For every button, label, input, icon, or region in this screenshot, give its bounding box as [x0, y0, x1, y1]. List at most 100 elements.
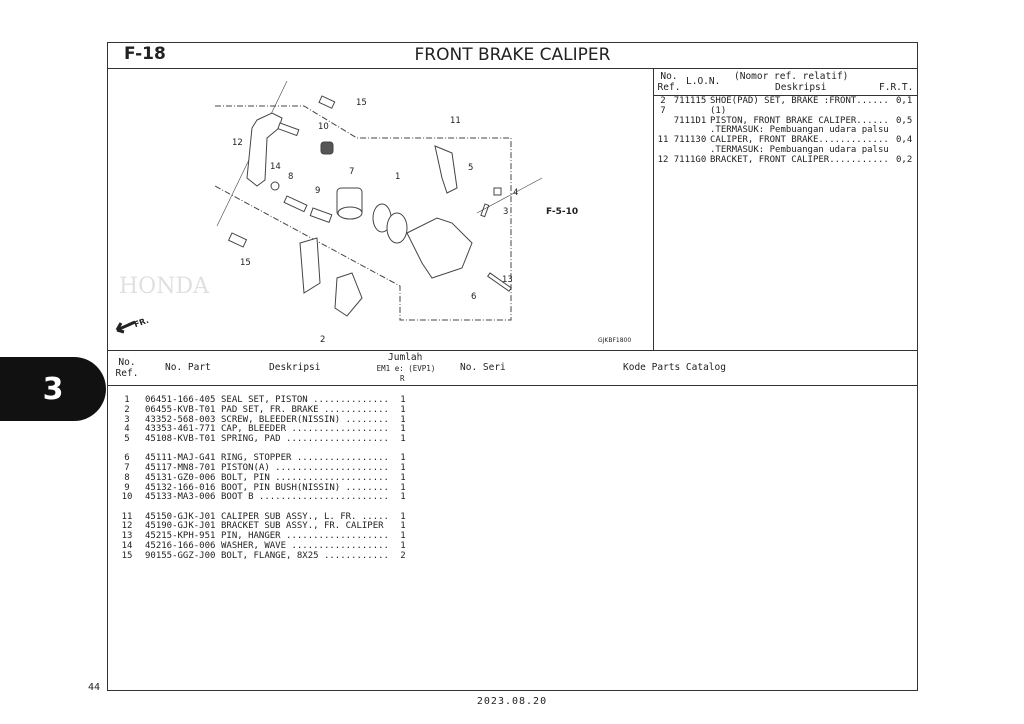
frt-header-ref: No. Ref. [657, 71, 681, 93]
cell-ref: 8 [124, 472, 130, 483]
callout-11: 11 [450, 116, 461, 126]
callout-6: 6 [471, 292, 477, 302]
frt-header-desc: Deskripsi [775, 82, 827, 93]
cell-part: 45216-166-006 [145, 540, 216, 551]
cell-desc: WASHER, WAVE .................. [221, 540, 389, 551]
cell-desc: CALIPER SUB ASSY., L. FR. ..... [221, 511, 389, 522]
cell-qty: 1 [400, 453, 406, 464]
cell-desc: SCREW, BLEEDER(NISSIN) ........ [221, 414, 389, 425]
cell-ref: 1 [124, 395, 130, 405]
table-row: 15 90155-GGZ-J00 BOLT, FLANGE, 8X25 ......… [113, 550, 413, 562]
parts-group: 11 45150-GJK-J01 CALIPER SUB ASSY., L. FR.… [113, 511, 413, 562]
cell-qty: 1 [400, 463, 406, 473]
cell-part: 06451-166-405 [145, 395, 216, 405]
divider [107, 350, 918, 352]
table-row: 1 06451-166-405 SEAL SET, PISTON .........… [113, 395, 413, 406]
table-row: 7 45117-MN8-701 PISTON(A) ................… [113, 463, 413, 474]
cell-ref: 13 [121, 531, 133, 541]
cell-desc: BOLT, FLANGE, 8X25 ............ [221, 550, 389, 561]
callout-8: 8 [288, 172, 294, 182]
parts-table: 1 06451-166-405 SEAL SET, PISTON .........… [113, 395, 413, 571]
cell-qty: 1 [400, 414, 406, 425]
cell-qty: 1 [400, 482, 406, 493]
header-part-no: No. Part [165, 362, 211, 373]
cell-part: 45117-MN8-701 [145, 463, 216, 473]
frt-header-relative: (Nomor ref. relatif) [734, 71, 849, 82]
cell-desc: PIN, HANGER ................... [221, 531, 389, 541]
cell-qty: 2 [400, 550, 406, 561]
cell-qty: 1 [400, 511, 406, 522]
cell-qty: 1 [400, 492, 406, 503]
cell-ref: 4 [124, 424, 130, 435]
header-qty-model: EM1 e: (EVP1) [376, 364, 436, 373]
cell-ref: 10 [121, 492, 133, 503]
header-catalog: Kode Parts Catalog [623, 362, 726, 373]
cell-part: 06455-KVB-T01 [145, 404, 216, 415]
cell-ref: 7 [124, 463, 130, 473]
cell-desc: RING, STOPPER ................. [221, 453, 389, 464]
cell-qty: 1 [400, 472, 406, 483]
divider [107, 385, 918, 387]
cell-qty: 1 [400, 404, 406, 415]
cell-ref: 12 [121, 521, 133, 532]
cell-desc: SEAL SET, PISTON .............. [221, 395, 389, 405]
cell-ref: 15 [121, 550, 133, 561]
callout-10: 10 [318, 122, 329, 132]
ref-link-f-5-10[interactable]: F-5-10 [546, 207, 579, 217]
cell-part: 45108-KVB-T01 [145, 434, 216, 444]
cell-ref: 14 [121, 540, 133, 551]
divider [107, 68, 918, 70]
cell-part: 45215-KPH-951 [145, 531, 216, 541]
callout-7: 7 [349, 167, 355, 177]
callout-3: 3 [503, 207, 509, 217]
honda-watermark: HONDA [119, 274, 210, 299]
header-serial: No. Seri [460, 362, 506, 373]
callout-15b: 15 [240, 258, 251, 268]
frt-header-frt: F.R.T. [879, 82, 914, 93]
callout-14: 14 [270, 162, 281, 172]
callout-15: 15 [356, 98, 367, 108]
cell-qty: 1 [400, 521, 406, 532]
callout-2: 2 [320, 335, 326, 345]
cell-desc: PISTON(A) ..................... [221, 463, 389, 473]
cell-part: 45132-166-016 [145, 482, 216, 493]
cell-part: 45190-GJK-J01 [145, 521, 216, 532]
cell-part: 45150-GJK-J01 [145, 511, 216, 522]
header-qty: Jumlah [388, 352, 423, 363]
page-frame [107, 42, 918, 691]
frt-header-lon: L.O.N. [686, 76, 721, 87]
cell-ref: 5 [124, 434, 130, 444]
callout-13: 13 [502, 275, 513, 285]
exploded-diagram: HONDA [115, 80, 543, 334]
table-row: 6 45111-MAJ-G41 RING, STOPPER ............… [113, 453, 413, 464]
cell-ref: 6 [124, 453, 130, 464]
parts-group: 1 06451-166-405 SEAL SET, PISTON .........… [113, 395, 413, 445]
header-no-ref: No. Ref. [115, 357, 139, 379]
bracket-part [246, 112, 300, 187]
divider [653, 68, 655, 350]
cell-desc: PAD SET, FR. BRAKE ............ [221, 404, 389, 415]
cell-part: 45131-GZ0-006 [145, 472, 216, 483]
parts-group: 6 45111-MAJ-G41 RING, STOPPER ............… [113, 453, 413, 503]
cell-qty: 1 [400, 434, 406, 444]
cell-ref: 11 [121, 511, 133, 522]
cell-ref: 9 [124, 482, 130, 493]
section-tab: 3 [0, 357, 106, 421]
cell-ref: 3 [124, 414, 130, 425]
cell-desc: SPRING, PAD ................... [221, 434, 389, 444]
cell-qty: 1 [400, 395, 406, 405]
cell-desc: CAP, BLEEDER .................. [221, 424, 389, 435]
drawing-code: GJKBF1800 [598, 337, 632, 344]
table-row: 11 45150-GJK-J01 CALIPER SUB ASSY., L. FR.… [113, 511, 413, 523]
callout-9: 9 [315, 186, 321, 196]
header-desc: Deskripsi [269, 362, 321, 373]
cell-part: 90155-GGZ-J00 [145, 550, 216, 561]
cell-part: 45111-MAJ-G41 [145, 453, 216, 464]
